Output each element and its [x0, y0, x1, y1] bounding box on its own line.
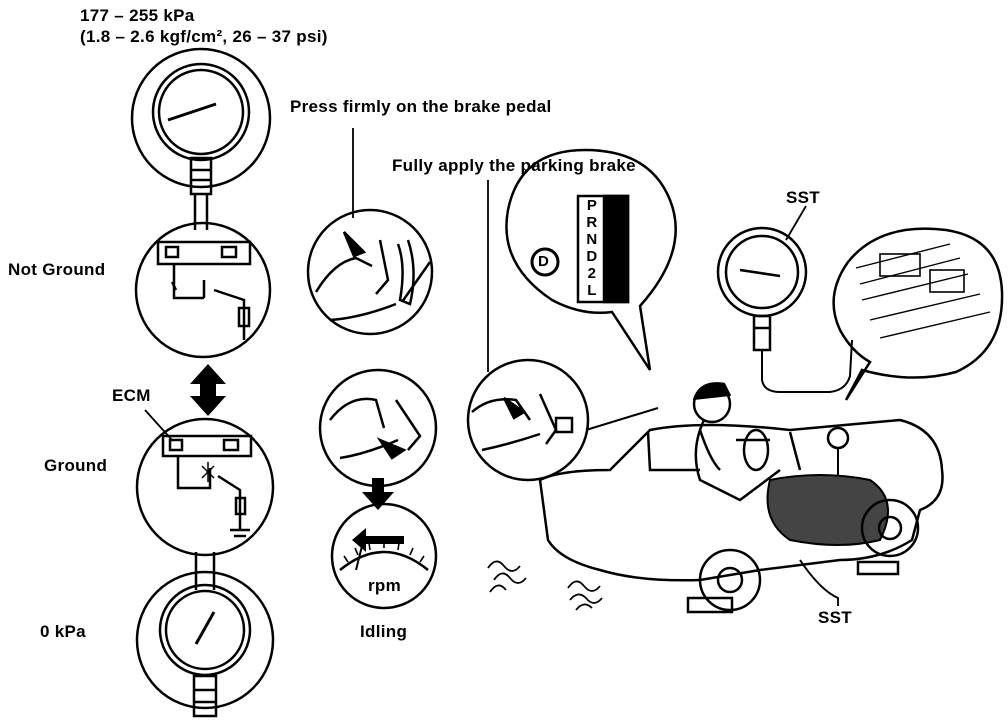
shift-position: R [586, 214, 598, 231]
shift-position: D [586, 248, 598, 265]
not-ground-ecm-bubble [134, 221, 272, 359]
ground-ecm-bubble [135, 417, 275, 557]
zero-pressure-gauge-bubble [135, 570, 275, 718]
exhaust-smoke [487, 560, 603, 611]
selected-gear-indicator: D [538, 253, 550, 270]
idling-label: Idling [360, 622, 408, 641]
shift-positions: P R N D 2 L [580, 197, 604, 299]
engine-detail-bubble [832, 227, 1004, 401]
accelerator-bubble [318, 368, 438, 488]
down-arrow [362, 478, 394, 510]
double-arrow [190, 364, 226, 416]
shift-position: P [586, 197, 598, 214]
ecm-label: ECM [112, 386, 151, 405]
high-pressure-gauge-bubble [130, 47, 272, 230]
vehicle-illustration [538, 382, 944, 614]
zero-kpa-label: 0 kPa [40, 622, 86, 641]
brake-pedal-bubble [306, 208, 434, 336]
shift-position: L [587, 282, 597, 299]
shift-position: 2 [587, 265, 597, 282]
sst-top-label: SST [786, 188, 820, 207]
shift-position: N [586, 231, 598, 248]
parking-brake-label: Fully apply the parking brake [392, 156, 636, 175]
pressure-spec-line2: (1.8 – 2.6 kgf/cm², 26 – 37 psi) [80, 27, 328, 46]
rpm-label: rpm [368, 576, 402, 595]
sst-bottom-label: SST [818, 608, 852, 627]
shift-indicator-bubble [505, 148, 677, 371]
parking-brake-bubble [466, 358, 659, 482]
brake-pedal-label: Press firmly on the brake pedal [290, 97, 552, 116]
pressure-spec-line1: 177 – 255 kPa [80, 6, 195, 25]
ground-label: Ground [44, 456, 108, 475]
tachometer-bubble [330, 502, 438, 610]
not-ground-label: Not Ground [8, 260, 106, 279]
sst-pressure-gauge [716, 205, 853, 393]
